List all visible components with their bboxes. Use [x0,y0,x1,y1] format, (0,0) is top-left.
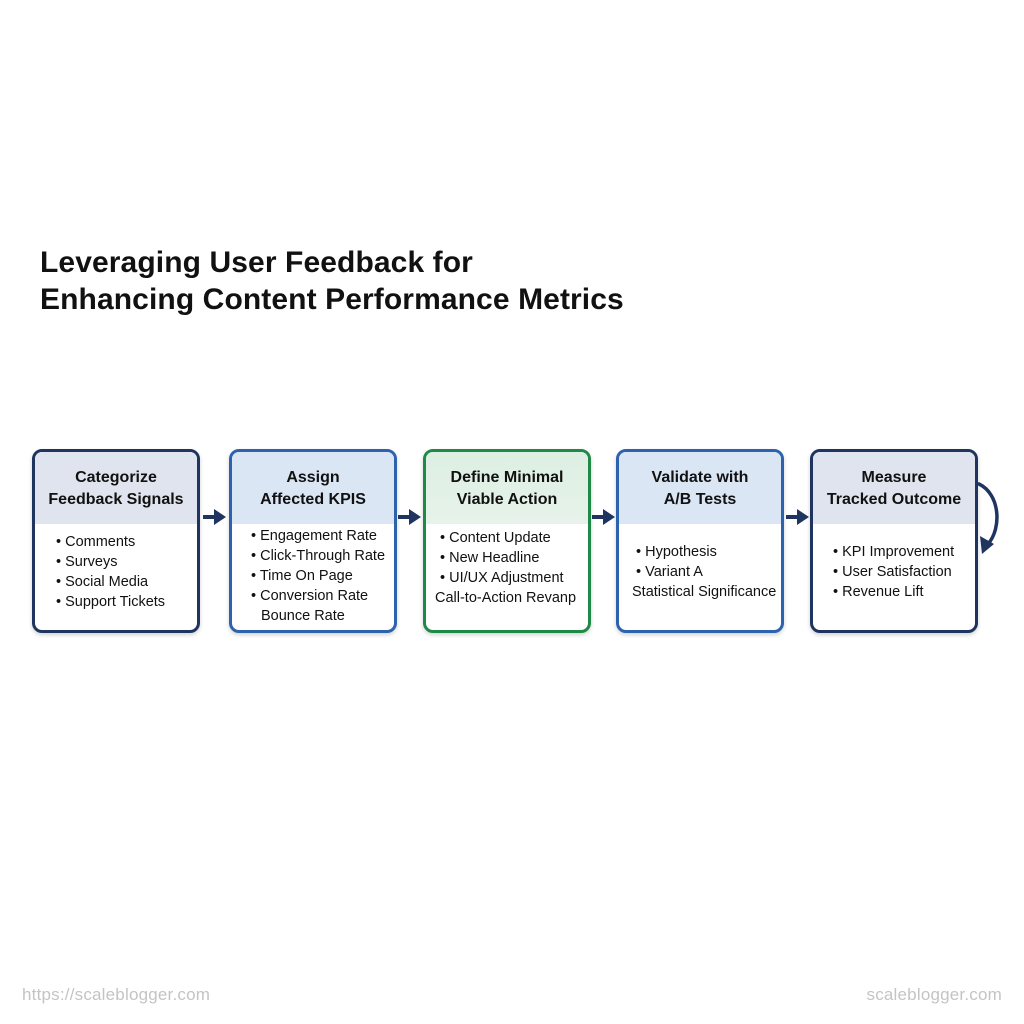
step-title-line: Measure [861,469,927,486]
list-item: Social Media [56,572,197,592]
step-title-line: Define Minimal [450,469,564,486]
arrow-right-icon [398,509,421,525]
step-header: Validate with A/B Tests [619,452,781,524]
step-box-validate: Validate with A/B Tests Hypothesis Varia… [616,449,784,633]
step-item-list: KPI Improvement User Satisfaction Revenu… [813,542,975,602]
list-item: Comments [56,532,197,552]
step-header: Categorize Feedback Signals [35,452,197,524]
list-item: Time On Page [251,566,394,586]
step-title-line: Validate with [651,469,749,486]
step-title-line: Assign [286,469,340,486]
list-item: Bounce Rate [261,608,345,624]
step-item-list: Engagement Rate Click-Through Rate Time … [232,526,394,626]
step-body: KPI Improvement User Satisfaction Revenu… [813,524,975,630]
list-item: Revenue Lift [833,582,975,602]
title-line-1: Leveraging User Feedback for [40,246,473,279]
step-header: Assign Affected KPIS [232,452,394,524]
list-item: Conversion Rate [251,586,394,606]
footer-url-right: scaleblogger.com [866,985,1002,1004]
list-item: Variant A [636,562,781,582]
step-title-line: Viable Action [456,491,558,508]
step-header: Define Minimal Viable Action [426,452,588,524]
list-item: User Satisfaction [833,562,975,582]
arrow-right-icon [786,509,809,525]
list-item: Statistical Significance [632,584,777,600]
list-item: UI/UX Adjustment [440,568,588,588]
list-item: KPI Improvement [833,542,975,562]
step-body: Engagement Rate Click-Through Rate Time … [232,524,394,630]
step-title-line: Affected KPIS [260,491,366,508]
step-title-line: Feedback Signals [48,491,184,508]
footer-url-left: https://scaleblogger.com [22,985,211,1004]
list-item: Surveys [56,552,197,572]
step-box-measure: Measure Tracked Outcome KPI Improvement … [810,449,978,633]
step-item-list: Comments Surveys Social Media Support Ti… [35,532,197,612]
step-box-categorize: Categorize Feedback Signals Comments Sur… [32,449,200,633]
loop-back-arrow-icon [977,482,999,554]
step-box-define-action: Define Minimal Viable Action Content Upd… [423,449,591,633]
list-item: Hypothesis [636,542,781,562]
step-title-line: Categorize [75,469,157,486]
list-item: New Headline [440,548,588,568]
step-body: Comments Surveys Social Media Support Ti… [35,524,197,630]
list-item: Content Update [440,528,588,548]
step-body: Content Update New Headline UI/UX Adjust… [426,524,588,630]
arrow-right-icon [592,509,615,525]
step-title-line: A/B Tests [663,491,737,508]
list-item: Click-Through Rate [251,546,394,566]
diagram-title: Leveraging User Feedback for Enhancing C… [40,244,624,318]
step-title-line: Tracked Outcome [826,491,962,508]
list-item: Engagement Rate [251,526,394,546]
step-body: Hypothesis Variant A Statistical Signifi… [619,524,781,630]
step-item-list: Content Update New Headline UI/UX Adjust… [426,528,588,608]
list-item: Support Tickets [56,592,197,612]
step-header: Measure Tracked Outcome [813,452,975,524]
step-box-assign: Assign Affected KPIS Engagement Rate Cli… [229,449,397,633]
title-line-2: Enhancing Content Performance Metrics [40,283,624,316]
step-item-list: Hypothesis Variant A Statistical Signifi… [619,542,781,602]
arrow-right-icon [203,509,226,525]
list-item: Call-to-Action Revanp [435,590,577,606]
